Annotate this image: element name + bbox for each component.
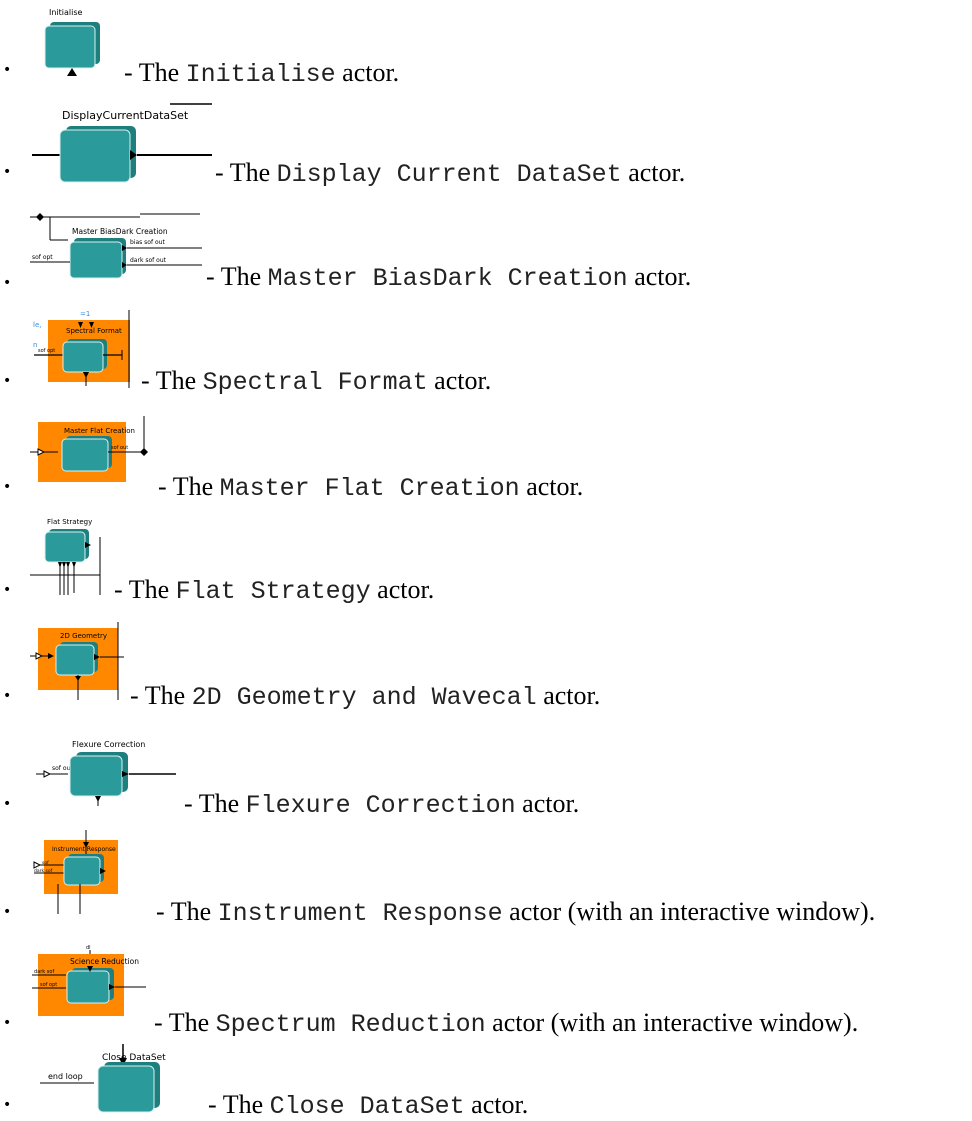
flat-strategy-actor-icon: Flat Strategy: [30, 518, 101, 595]
port-label: sof opt: [38, 348, 55, 354]
item-description: - The Spectral Format actor.: [141, 366, 492, 397]
port-label: sof out: [52, 765, 73, 772]
flexure-correction-actor-icon: Flexure Correction sof out: [36, 740, 176, 806]
actor-icon-label: DisplayCurrentDataSet: [62, 109, 189, 122]
actor-icon-label: Master BiasDark Creation: [72, 227, 168, 236]
bullet: •: [3, 479, 12, 495]
port-label: sof: [42, 860, 49, 866]
actor-icon-label: Instrument Response: [52, 846, 116, 853]
actor-name: Instrument Response: [217, 899, 503, 928]
actor-name: Initialise: [185, 60, 336, 89]
actor-icon-label: Close DataSet: [102, 1053, 166, 1063]
item-description: - The Close DataSet actor.: [208, 1090, 529, 1121]
actor-name: Master BiasDark Creation: [267, 264, 628, 293]
actor-icon-label: Flexure Correction: [72, 740, 145, 749]
item-description: - The Initialise actor.: [124, 58, 400, 89]
actor-name: Spectral Format: [202, 368, 428, 397]
port-label: dark sof: [34, 969, 54, 975]
actor-name: Master Flat Creation: [219, 474, 520, 503]
initialise-actor-icon: Initialise: [44, 8, 100, 76]
bullet: •: [3, 582, 12, 598]
bullet: •: [3, 164, 12, 180]
port-label: dark sof: [34, 868, 53, 874]
display-current-dataset-actor-icon: DisplayCurrentDataSet: [32, 103, 212, 183]
bullet: •: [3, 904, 12, 920]
actor-name: Flat Strategy: [175, 577, 371, 606]
actor-name: Flexure Correction: [245, 791, 516, 820]
item-description: - The Spectrum Reduction actor (with an …: [154, 1008, 859, 1039]
2d-geometry-actor-icon: 2D Geometry: [30, 622, 124, 700]
bullet: •: [3, 796, 12, 812]
actor-icon-label: Science Reduction: [70, 957, 139, 966]
master-flat-creation-actor-icon: Master Flat Creation sof out: [30, 416, 148, 482]
actor-icon-label: Initialise: [49, 8, 83, 17]
actor-icon-label: 2D Geometry: [60, 632, 107, 640]
port-label: dark sof out: [130, 257, 167, 264]
item-description: - The Flat Strategy actor.: [114, 575, 435, 606]
svg-text:=1: =1: [80, 310, 90, 318]
item-description: - The Flexure Correction actor.: [184, 789, 580, 820]
master-biasdark-creation-actor-icon: Master BiasDark Creation sof opt bias so…: [30, 213, 202, 279]
actor-icon-label: Master Flat Creation: [64, 427, 135, 435]
close-dataset-actor-icon: Close DataSet end loop: [40, 1044, 166, 1113]
port-label: sof out: [111, 445, 128, 451]
actor-name: Display Current DataSet: [276, 160, 622, 189]
port-label: sof opt: [32, 254, 53, 261]
instrument-response-actor-icon: Instrument Response sof dark sof: [33, 830, 118, 914]
science-reduction-actor-icon: dl Science Reduction dark sof sof opt: [32, 945, 146, 1016]
item-description: - The Master BiasDark Creation actor.: [206, 262, 692, 293]
actor-name: Close DataSet: [269, 1092, 465, 1121]
svg-text:le,: le,: [33, 321, 41, 329]
bullet: •: [3, 373, 12, 389]
svg-text:n: n: [33, 341, 37, 349]
svg-text:dl: dl: [86, 945, 91, 951]
bullet: •: [3, 275, 12, 291]
item-description: - The Master Flat Creation actor.: [158, 472, 584, 503]
actor-name: 2D Geometry and Wavecal: [191, 683, 537, 712]
spectral-format-actor-icon: le, n =1 Spectral Format sof opt: [33, 310, 130, 388]
bullet: •: [3, 62, 12, 78]
bullet: •: [3, 1097, 12, 1113]
actor-icon-label: Flat Strategy: [47, 518, 92, 526]
item-description: - The Display Current DataSet actor.: [215, 158, 686, 189]
port-label: end loop: [48, 1072, 83, 1081]
actor-name: Spectrum Reduction: [215, 1010, 486, 1039]
bullet: •: [3, 1015, 12, 1031]
port-label: sof opt: [40, 982, 57, 988]
item-description: - The Instrument Response actor (with an…: [156, 897, 876, 928]
actor-icon-label: Spectral Format: [66, 327, 122, 335]
item-description: - The 2D Geometry and Wavecal actor.: [130, 681, 601, 712]
port-label: bias sof out: [130, 239, 165, 246]
bullet: •: [3, 688, 12, 704]
